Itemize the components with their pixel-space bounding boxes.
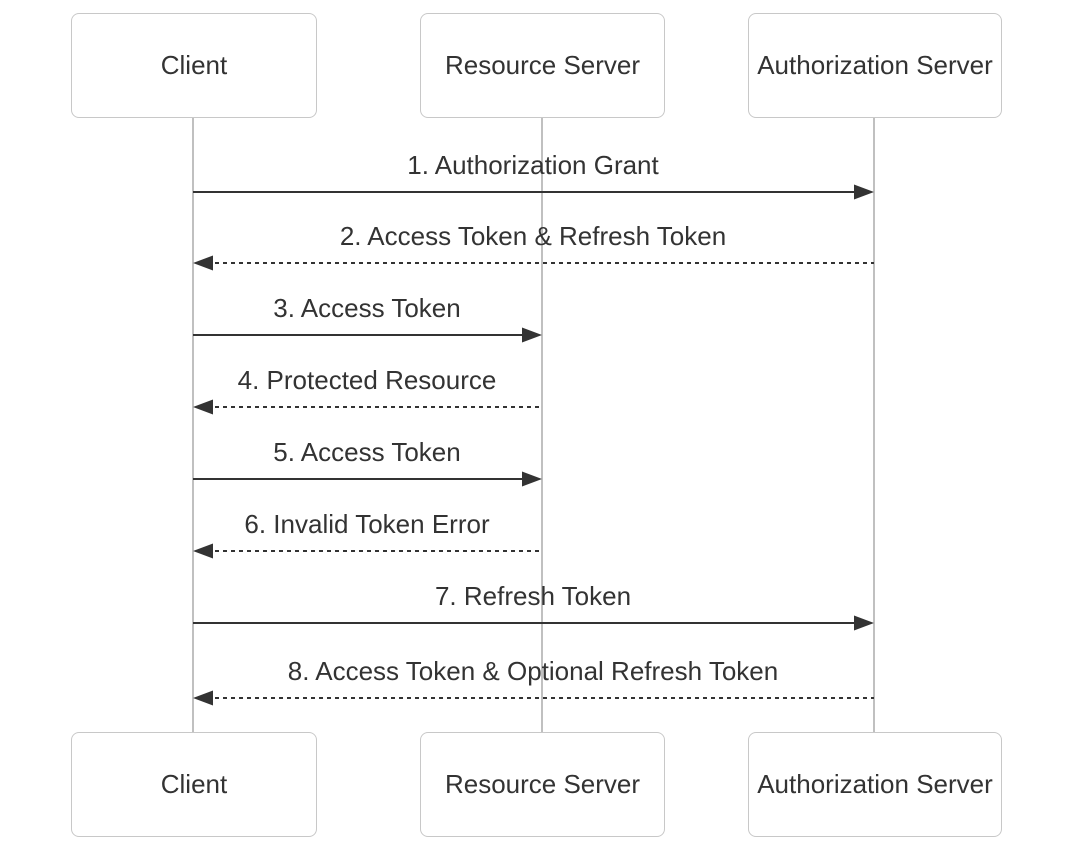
message-label-7: 7. Refresh Token — [434, 581, 632, 611]
message-label-1: 1. Authorization Grant — [407, 150, 659, 180]
actor-label-authorization-server: Authorization Server — [757, 769, 993, 799]
actor-label-resource-server: Resource Server — [444, 50, 641, 80]
actor-label-client: Client — [160, 50, 228, 80]
message-label-4: 4. Protected Resource — [237, 365, 497, 395]
message-1-arrowhead — [854, 184, 874, 200]
message-6-arrowhead — [193, 543, 213, 559]
message-2-arrowhead — [193, 255, 213, 271]
message-7-arrowhead — [854, 615, 874, 631]
actor-box-client-bottom: Client — [71, 732, 317, 837]
message-4-arrowhead — [193, 399, 213, 415]
message-label-5: 5. Access Token — [273, 437, 461, 467]
actor-label-client: Client — [160, 769, 228, 799]
actor-label-resource-server: Resource Server — [444, 769, 641, 799]
actor-box-authorization-server-top: Authorization Server — [748, 13, 1002, 118]
message-label-6: 6. Invalid Token Error — [244, 509, 490, 539]
message-5-arrowhead — [522, 471, 542, 487]
actor-box-resource-server-bottom: Resource Server — [420, 732, 665, 837]
message-8-arrowhead — [193, 690, 213, 706]
actor-box-client-top: Client — [71, 13, 317, 118]
actor-label-authorization-server: Authorization Server — [757, 50, 993, 80]
message-label-2: 2. Access Token & Refresh Token — [339, 221, 727, 251]
message-label-3: 3. Access Token — [273, 293, 461, 323]
message-3-arrowhead — [522, 327, 542, 343]
actor-box-authorization-server-bottom: Authorization Server — [748, 732, 1002, 837]
message-label-8: 8. Access Token & Optional Refresh Token — [287, 656, 779, 686]
actor-box-resource-server-top: Resource Server — [420, 13, 665, 118]
